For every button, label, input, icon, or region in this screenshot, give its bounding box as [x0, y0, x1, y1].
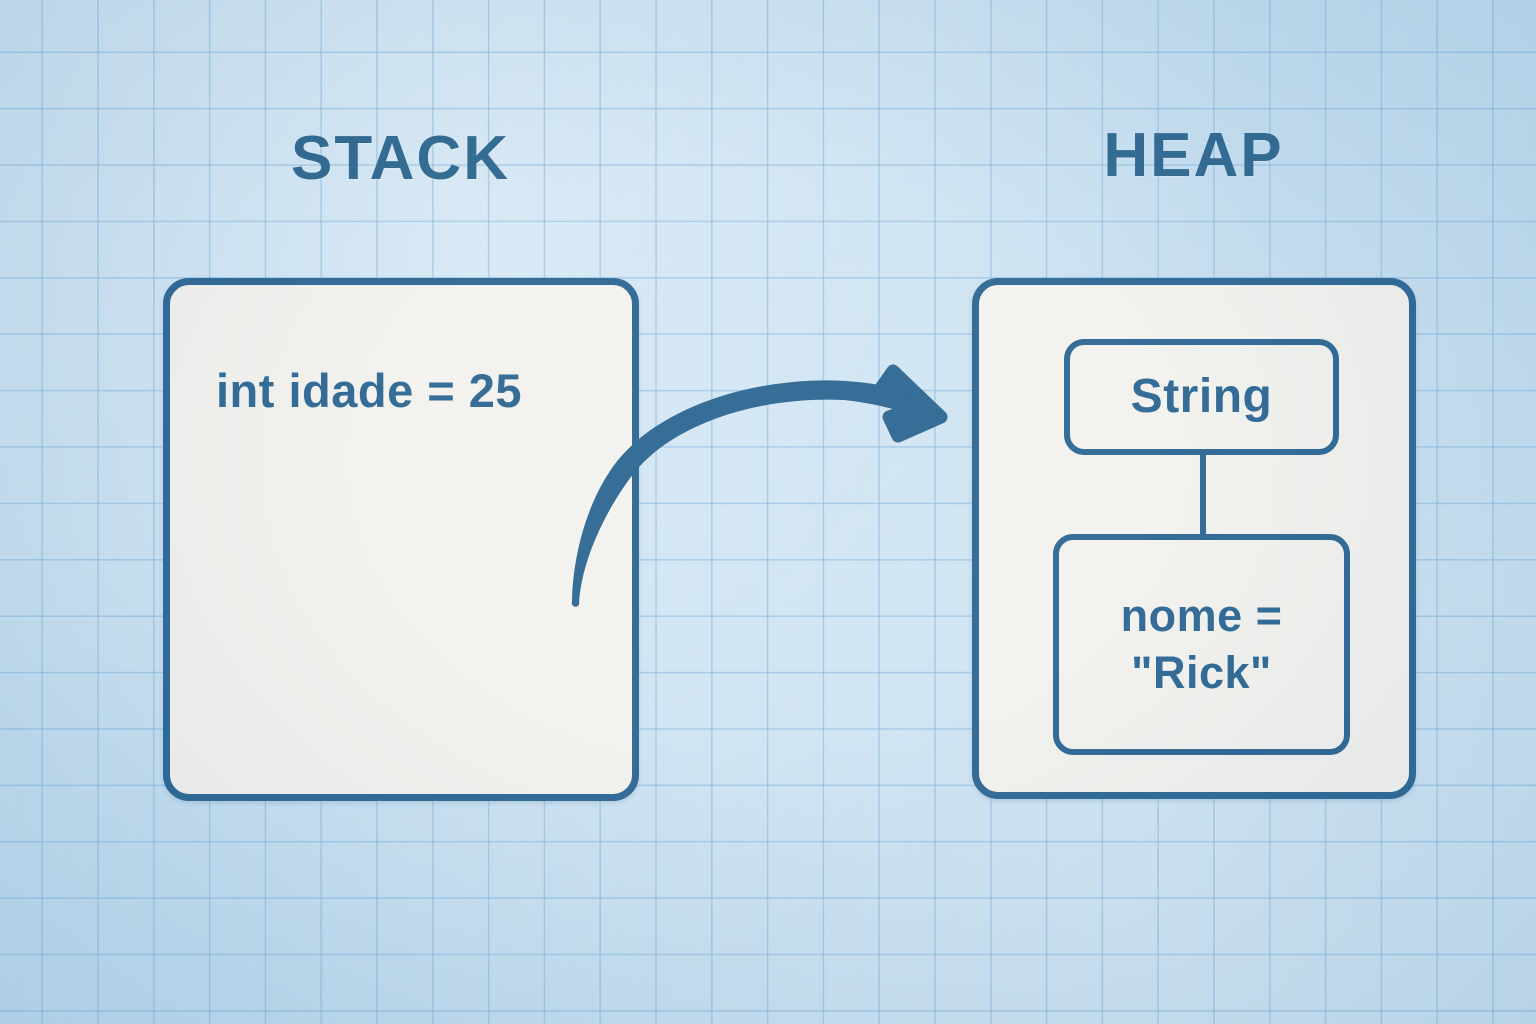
- stack-panel: int idade = 25: [163, 278, 639, 801]
- heap-value-line-2: "Rick": [1131, 646, 1272, 698]
- arrow-head: [874, 364, 948, 443]
- stack-variable-label: int idade = 25: [216, 364, 523, 417]
- heap-value-line-1: nome =: [1120, 590, 1283, 642]
- heap-object-type-label: String: [1130, 370, 1273, 423]
- stack-section-title: STACK: [291, 124, 510, 193]
- heap-object-type-box: String: [1064, 339, 1339, 455]
- heap-section-title: HEAP: [1103, 121, 1284, 190]
- heap-panel: String nome = "Rick": [972, 278, 1416, 799]
- heap-object-value-box: nome = "Rick": [1053, 534, 1350, 755]
- heap-connector-line: [1200, 449, 1206, 536]
